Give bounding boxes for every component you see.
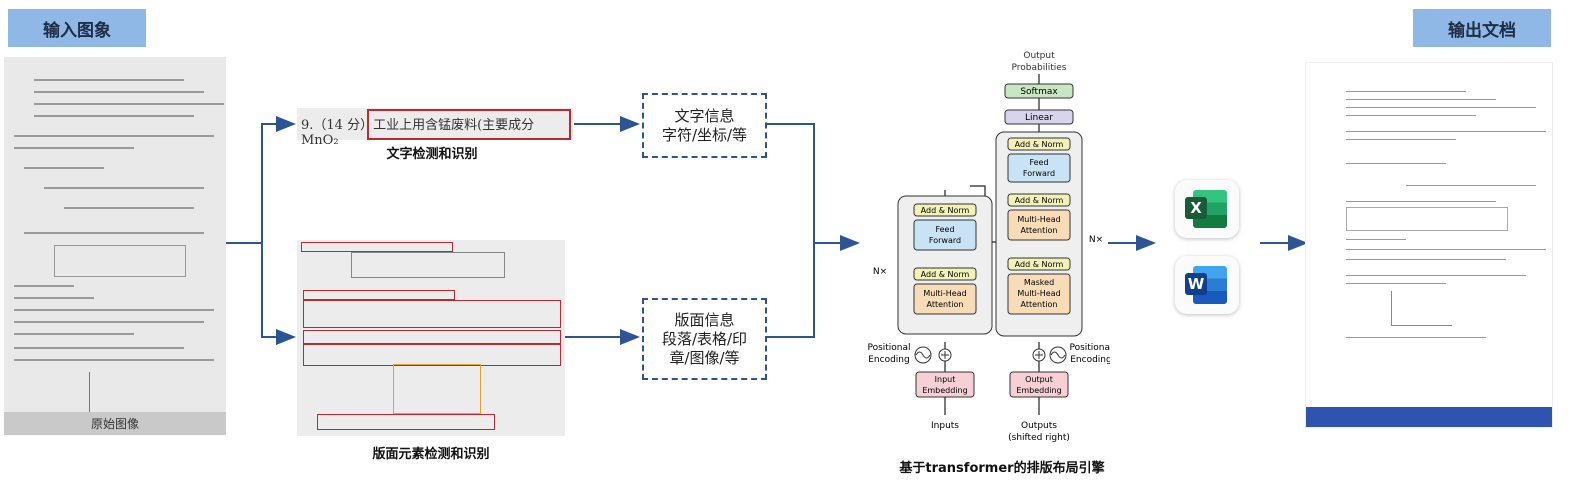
input-image-tag: 输入图象 [8, 9, 146, 47]
text-detection-box [367, 109, 571, 140]
linear-label: Linear [1025, 113, 1053, 123]
feed-forward-label: Forward [929, 236, 961, 245]
output-document [1305, 62, 1553, 428]
positional-encoding-label: Encoding [1070, 355, 1110, 365]
layout-info-line: 版面信息 [674, 310, 735, 329]
add-norm-label: Add & Norm [1015, 140, 1064, 149]
outputs-label: (shifted right) [1008, 433, 1070, 443]
transformer-caption: 基于transformer的排版布局引擎 [899, 461, 1105, 476]
encoder-add-norm-block [913, 267, 977, 281]
add-norm-label: Add & Norm [921, 270, 970, 279]
output-document-tag: 输出文档 [1413, 9, 1551, 47]
add-norm-label: Add & Norm [1015, 196, 1064, 205]
decoder-feed-forward-block [1007, 153, 1071, 183]
multi-head-attention-label: Multi-Head [1017, 215, 1060, 224]
output-embedding-block [1009, 371, 1069, 398]
layout-detection-image [297, 240, 565, 436]
feed-forward-label: Feed [1029, 158, 1048, 167]
excel-letter: X [1185, 197, 1207, 219]
output-embedding-label: Output [1025, 375, 1053, 384]
text-info-line: 文字信息 [674, 106, 735, 125]
output-embedding-label: Embedding [1016, 386, 1061, 395]
multi-head-attention-label: Attention [1021, 226, 1058, 235]
encoder-add-norm-block [913, 203, 977, 217]
layout-info-line: 段落/表格/印 [661, 329, 748, 348]
word-icon: W [1175, 256, 1239, 314]
multi-head-attention-label: Multi-Head [923, 289, 966, 298]
multi-head-attention-label: Attention [927, 300, 964, 309]
masked-attention-label: Multi-Head [1017, 289, 1060, 298]
outputs-label: Outputs [1021, 421, 1057, 431]
decoder-nx-label: N× [1089, 235, 1103, 245]
output-probabilities-label: Output [1023, 51, 1055, 61]
positional-encoding-label: Positional [867, 343, 910, 353]
excel-icon: X [1175, 180, 1239, 238]
text-detection-crop: 9.（14 分）工业上用含锰废料(主要成分 MnO₂ [297, 108, 573, 148]
transformer-diagram: Output Probabilities Softmax Linear Add … [867, 51, 1110, 443]
positional-encoding-label: Positional [1069, 343, 1110, 353]
encoder-feed-forward-block [913, 219, 977, 251]
question-text: 9.（14 分）工业上用含锰废料(主要成分 MnO₂ [301, 118, 535, 148]
text-info-box: 文字信息 字符/坐标/等 [642, 93, 767, 158]
decoder-attention-block [1007, 209, 1071, 241]
inputs-label: Inputs [931, 421, 959, 431]
masked-attention-label: Masked [1024, 278, 1054, 287]
add-norm-label: Add & Norm [1015, 260, 1064, 269]
output-probabilities-label: Probabilities [1012, 63, 1067, 73]
original-image: 原始图像 [4, 57, 226, 435]
softmax-block [1004, 83, 1074, 99]
input-embedding-label: Input [935, 375, 956, 384]
input-embedding-label: Embedding [922, 386, 967, 395]
encoder-attention-block [913, 283, 977, 315]
masked-attention-label: Attention [1021, 300, 1058, 309]
softmax-label: Softmax [1020, 87, 1058, 97]
layout-info-line: 章/图像/等 [669, 348, 740, 367]
layout-detection-caption: 版面元素检测和识别 [372, 447, 490, 462]
positional-encoding-label: Encoding [868, 355, 909, 365]
word-letter: W [1185, 273, 1207, 295]
decoder-add-norm-block [1007, 137, 1071, 151]
linear-block [1004, 109, 1074, 125]
decoder-add-norm-block [1007, 193, 1071, 207]
feed-forward-label: Forward [1023, 169, 1055, 178]
masked-attention-block [1007, 273, 1071, 315]
text-info-line: 字符/坐标/等 [661, 125, 748, 144]
input-embedding-block [915, 371, 975, 398]
decoder-add-norm-block [1007, 257, 1071, 271]
feed-forward-label: Feed [935, 225, 954, 234]
add-norm-label: Add & Norm [921, 206, 970, 215]
encoder-nx-label: N× [873, 267, 887, 277]
text-detection-caption: 文字检测和识别 [386, 147, 478, 162]
layout-info-box: 版面信息 段落/表格/印 章/图像/等 [642, 298, 767, 380]
original-image-caption: 原始图像 [4, 412, 226, 435]
